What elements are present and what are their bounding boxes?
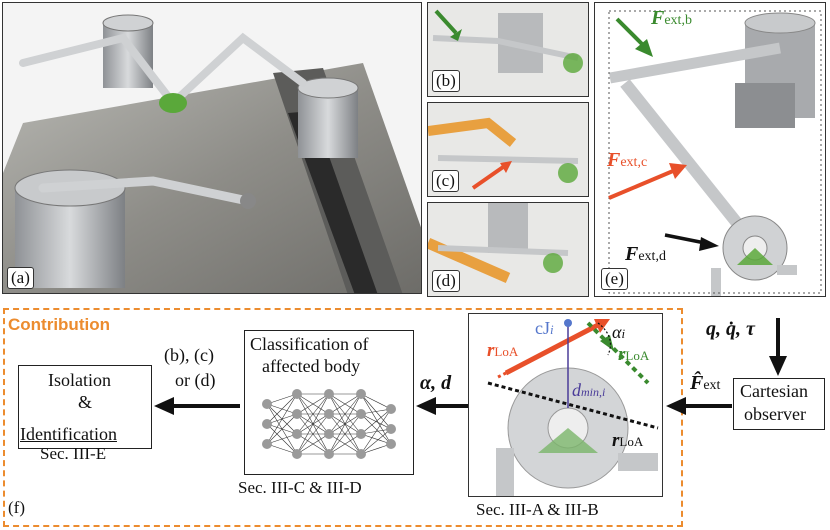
geometry-diagram [487,319,659,496]
observer-output: F̂ext [690,372,721,394]
panel-e: Fext,b Fext,c Fext,d (e) [594,2,826,297]
label-d: (d) [432,270,460,292]
cartesian-observer-box [733,378,825,430]
isolation-line3: Identification [20,424,117,444]
label-r-loa-black: rLoA [612,430,644,451]
label-f-ext-b: Fext,b [651,7,692,29]
isolation-caption: Sec. III-E [40,444,107,463]
label-f-ext-c: Fext,c [607,149,648,171]
robot-photo-d [428,203,588,296]
label-c: (c) [432,170,459,192]
choice-line1: (b), (c) [164,345,214,365]
photo-panel-a: (a) [2,2,422,294]
geometry-caption: Sec. III-A & III-B [476,500,599,519]
label-alpha: αi [612,322,626,342]
isolation-line1: Isolation [48,370,111,390]
label-b: (b) [432,70,460,92]
arrow-to-isolation [154,397,240,415]
arrow-to-geometry [666,397,732,415]
observer-line1: Cartesian [740,381,808,401]
isolation-identification-box [18,365,152,449]
photo-panel-b: (b) [427,2,589,97]
label-dmin: dmin,i [572,380,606,400]
isolation-line2: & [78,392,93,412]
label-a: (a) [7,267,34,289]
robot-setup-photo-a [3,3,421,293]
photo-panel-d: (d) [427,202,589,297]
contribution-frame [3,308,683,527]
label-r-loa-green: rLoA [618,344,650,365]
contribution-label: Contribution [8,315,110,334]
label-cj: cJi [535,318,554,338]
observer-line2: observer [744,404,806,424]
choice-line2: or (d) [175,370,216,390]
arrow-to-classifier [416,397,468,415]
neural-network-icon [262,389,396,459]
label-e: (e) [601,268,628,290]
classifier-line2: affected body [262,356,361,376]
observer-inputs: q, q̇, τ [706,318,755,340]
photo-panel-c: (c) [427,102,589,197]
classifier-line1: Classification of [250,334,369,354]
robot-forces-diagram-e [595,3,825,296]
label-f: (f) [8,498,25,517]
label-f-ext-d: Fext,d [625,243,666,265]
classifier-caption: Sec. III-C & III-D [238,478,362,497]
classifier-inputs: α, d [420,372,452,394]
arrow-down-to-observer [769,318,787,376]
label-r-loa-red: rLoA [487,340,519,361]
